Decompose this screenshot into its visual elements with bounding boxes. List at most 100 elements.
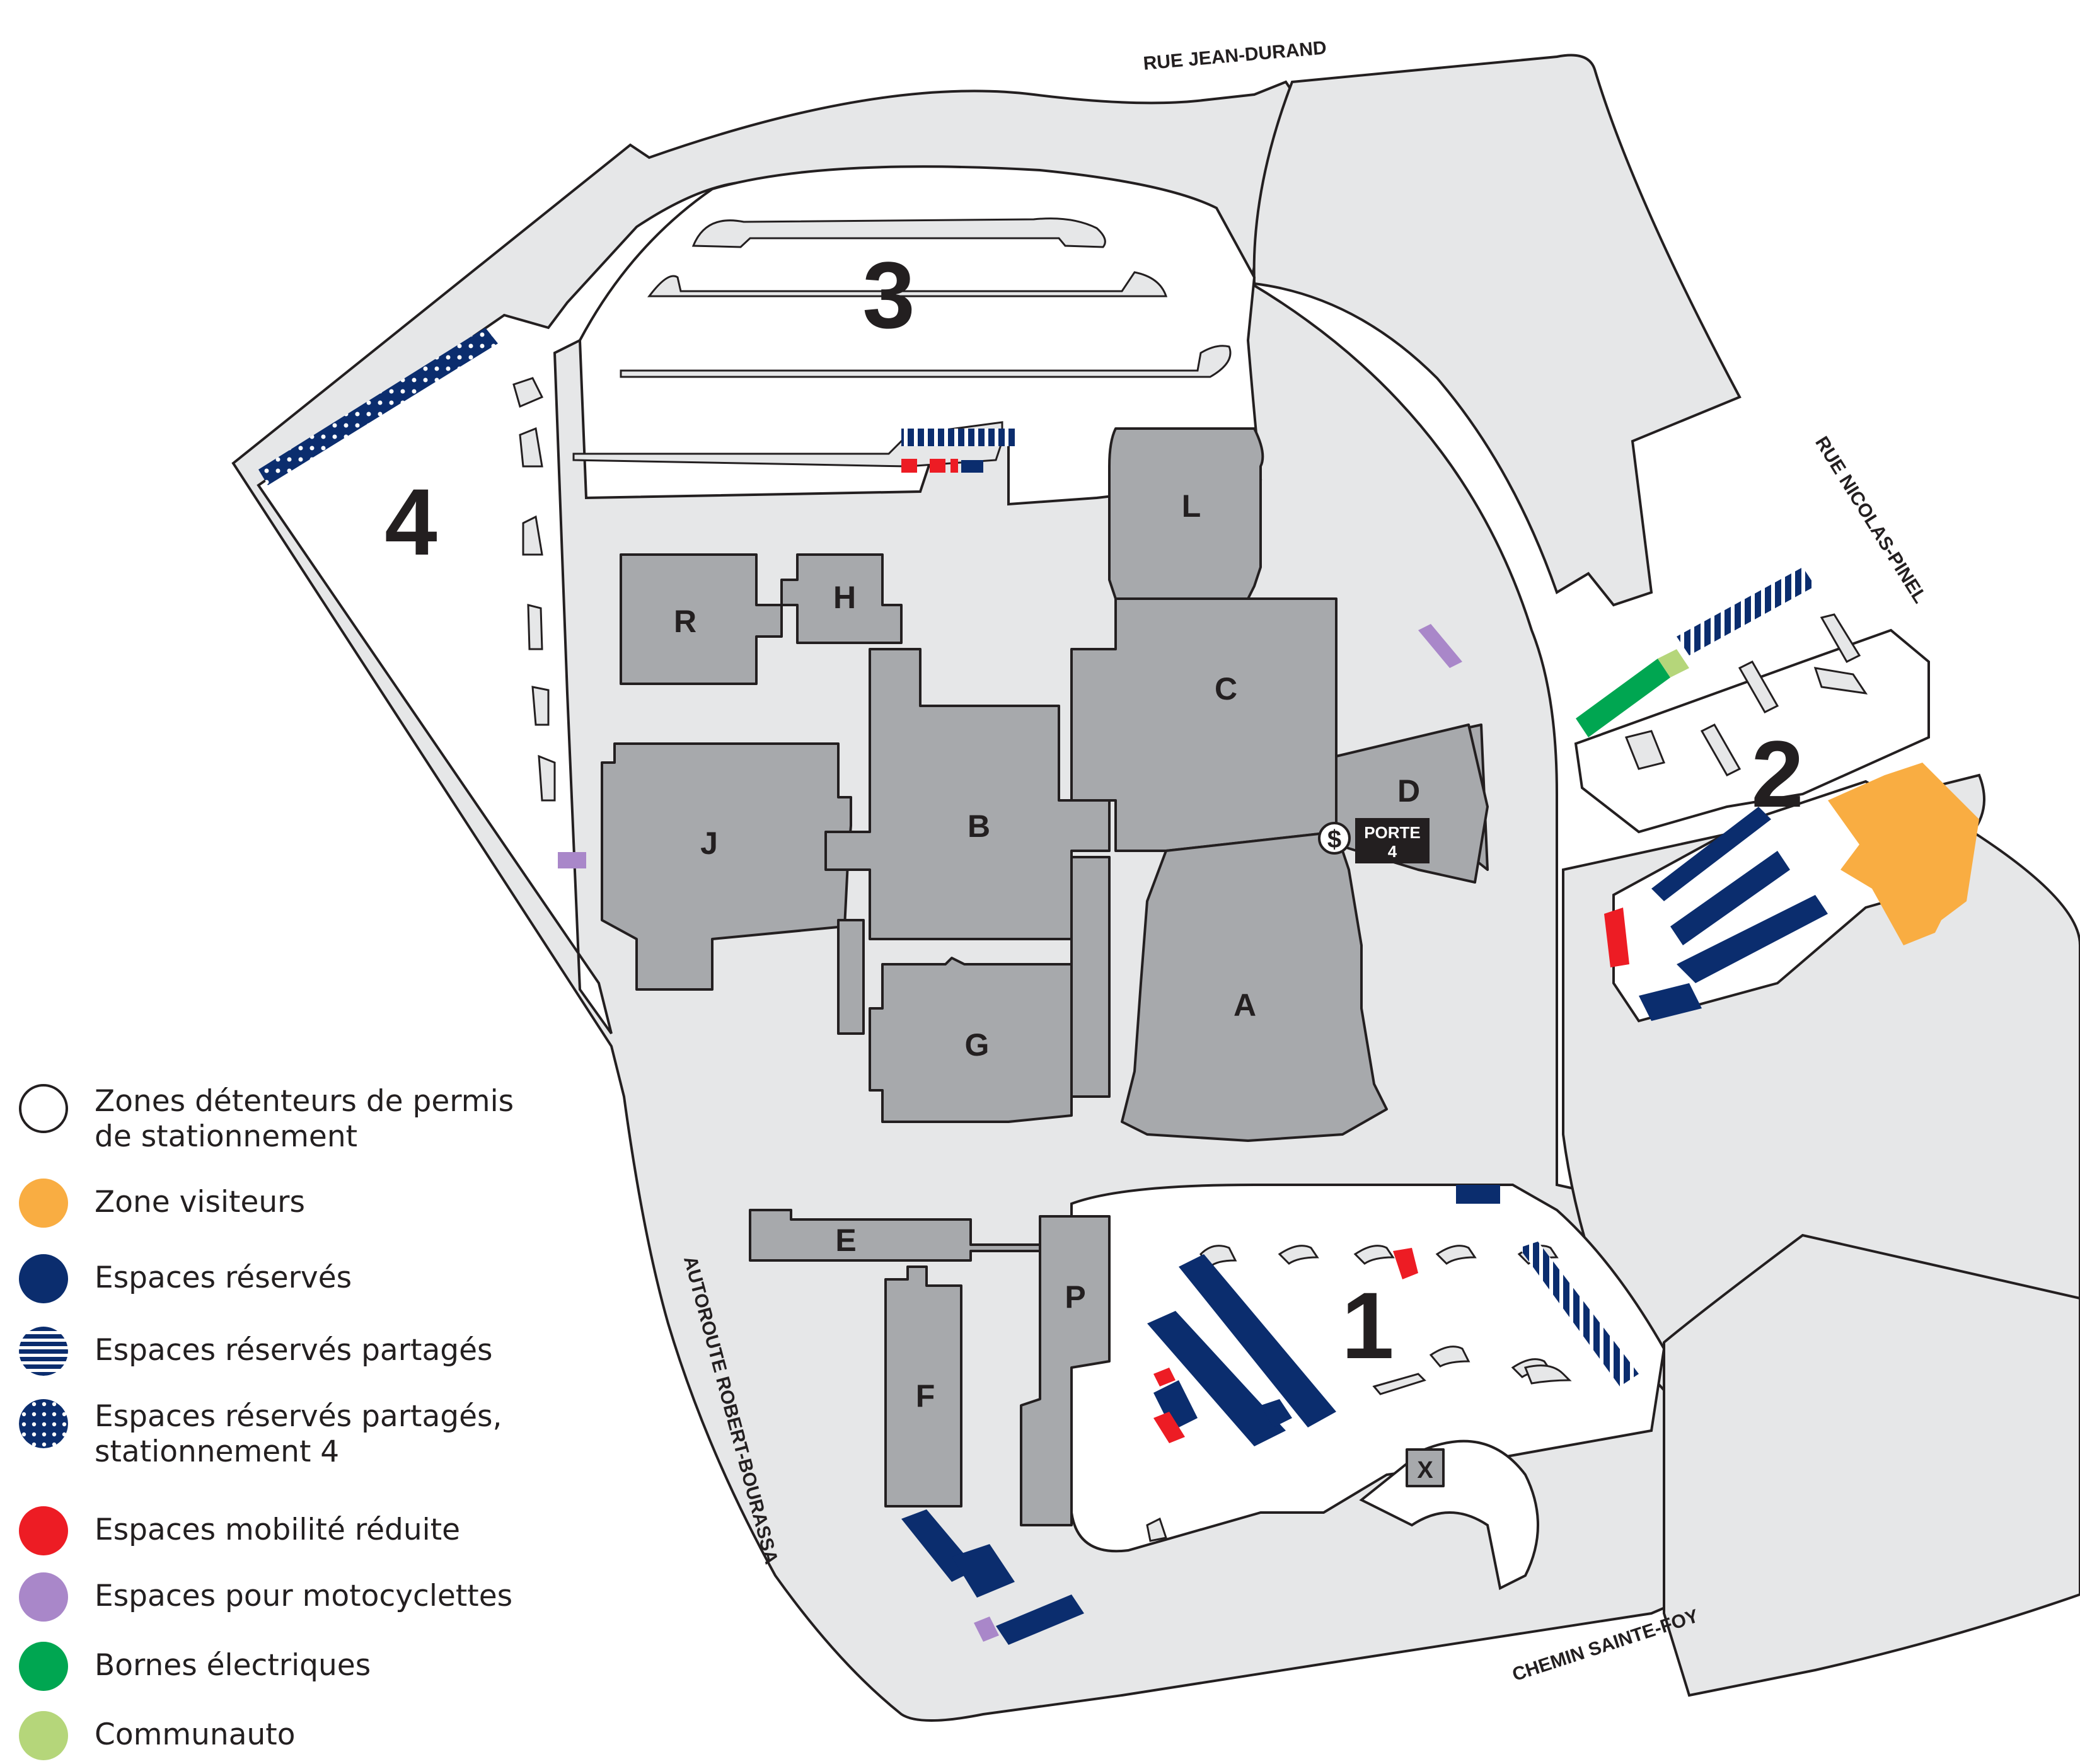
legend-item-communauto: Communauto — [19, 1711, 296, 1760]
reserved-space — [1639, 983, 1702, 1021]
legend-swatch-motorcycle — [19, 1572, 68, 1622]
lot-number-1: 1 — [1341, 1272, 1394, 1378]
legend-item-charging: Bornes électriques — [19, 1642, 371, 1691]
building-label-x: X — [1417, 1457, 1433, 1484]
building-label-c: C — [1215, 671, 1237, 706]
building-b — [824, 648, 1111, 940]
lot-number-3: 3 — [862, 242, 915, 348]
building-label-e: E — [835, 1223, 856, 1258]
reserved-space — [952, 1544, 1015, 1598]
reduced-mobility-space — [1153, 1412, 1185, 1443]
building-label-h: H — [833, 580, 856, 615]
lot-2-island — [1624, 730, 1666, 770]
building-label-d: D — [1397, 773, 1420, 809]
reserved-space — [1651, 807, 1771, 901]
payment-symbol: $ — [1327, 826, 1341, 853]
reduced-mobility-space — [1393, 1248, 1418, 1279]
lot-1-island — [1523, 1364, 1572, 1385]
legend-item-motorcycle: Espaces pour motocyclettes — [19, 1572, 512, 1622]
building-label-r: R — [674, 604, 696, 639]
legend-item-reduced-mobility: Espaces mobilité réduite — [19, 1506, 460, 1555]
lot-2-island — [1820, 613, 1861, 663]
lot-4-island — [538, 754, 556, 802]
legend-item-shared-lot4: Espaces réservés partagés, stationnement… — [19, 1399, 502, 1470]
lot-4-island — [531, 686, 550, 726]
lot-3-island-3 — [620, 345, 1232, 378]
reserved-space — [1677, 895, 1828, 983]
buildings — [601, 427, 1489, 1526]
lot-1-island — [1429, 1346, 1470, 1368]
street-jean-durand: RUE JEAN-DURAND — [1142, 37, 1327, 74]
legend-item-shared: Espaces réservés partagés — [19, 1327, 493, 1376]
legend-label-communauto: Communauto — [95, 1717, 296, 1752]
legend-swatch-reserved — [19, 1254, 68, 1303]
lot-4-island — [527, 604, 543, 650]
lot-4-island — [512, 377, 544, 408]
shared-reserved-space — [1677, 567, 1815, 655]
lot-2-island — [1700, 723, 1742, 776]
reduced-mobility-space — [930, 459, 945, 473]
charging-stations — [1576, 659, 1670, 737]
ground-southeast — [1663, 1233, 2080, 1697]
entrance-porte-4: $ PORTE 4 — [1318, 818, 1430, 863]
legend-label-reserved: Espaces réservés — [95, 1260, 352, 1295]
reserved-space — [1670, 851, 1790, 945]
shared-reserved-space — [1519, 1242, 1639, 1386]
motorcycle-space — [1418, 624, 1462, 668]
entrance-label-line2: 4 — [1388, 842, 1397, 861]
reduced-mobility-space — [1604, 908, 1629, 967]
reserved-space — [1261, 1399, 1292, 1427]
reserved-space — [1456, 1185, 1500, 1204]
shared-reserved-space — [901, 429, 1015, 446]
lot-2-island — [1738, 660, 1779, 713]
ground-northeast — [1252, 54, 1742, 607]
building-label-l: L — [1182, 488, 1201, 524]
lot-4-island — [522, 515, 543, 556]
shared-reserved-spaces — [901, 429, 1815, 1386]
lot-3-island-2 — [647, 271, 1168, 297]
building-p — [1020, 1215, 1111, 1526]
lot-4-zone — [257, 181, 759, 1035]
building-x — [1406, 1448, 1445, 1487]
legend-label-shared: Espaces réservés partagés — [95, 1333, 493, 1368]
building-h — [780, 553, 903, 644]
legend-label-shared-lot4: Espaces réservés partagés, stationnement… — [95, 1399, 502, 1469]
lot-1-island — [1278, 1245, 1319, 1265]
lot-1-island — [1372, 1373, 1426, 1395]
legend-label-charging: Bornes électriques — [95, 1648, 371, 1683]
permit-zones — [257, 165, 1956, 1590]
legend-swatch-visitor — [19, 1179, 68, 1228]
lot-number-2: 2 — [1751, 721, 1803, 827]
lot-number-4: 4 — [384, 469, 437, 575]
legend-label-permit: Zones détenteurs de permis de stationnem… — [95, 1084, 514, 1154]
building-labels: A B C D E F G H J L P R X — [674, 488, 1433, 1484]
reduced-mobility-space — [901, 459, 917, 473]
motorcycle-space — [558, 852, 586, 868]
reserved-space — [1153, 1380, 1198, 1431]
motorcycle-space — [974, 1617, 999, 1642]
legend-label-motorcycle: Espaces pour motocyclettes — [95, 1579, 513, 1613]
legend-swatch-communauto — [19, 1711, 68, 1760]
legend-swatch-reduced-mobility — [19, 1506, 68, 1555]
legend-item-permit: Zones détenteurs de permis de stationnem… — [19, 1084, 514, 1155]
payment-icon — [1318, 822, 1351, 855]
lot-1-island — [1435, 1245, 1477, 1265]
reserved-space — [1179, 1254, 1336, 1427]
legend-swatch-shared — [19, 1327, 68, 1376]
building-label-j: J — [700, 826, 718, 861]
legend-swatch-charging — [19, 1642, 68, 1691]
communauto-spaces — [1658, 649, 1689, 677]
entrance-label-line1: PORTE — [1364, 823, 1421, 842]
motorcycle-spaces — [558, 624, 1462, 1642]
reduced-mobility-space — [1153, 1368, 1176, 1386]
lot-4-island — [519, 427, 543, 468]
street-nicolas-pinel: RUE NICOLAS-PINEL — [1811, 433, 1931, 607]
shared-reserved-lot4 — [258, 328, 498, 485]
legend-item-reserved: Espaces réservés — [19, 1254, 352, 1303]
lot-1-island — [1353, 1245, 1395, 1265]
visitor-zone — [1828, 763, 1979, 945]
building-l — [1108, 427, 1264, 600]
building-label-g: G — [965, 1027, 990, 1063]
legend-swatch-shared-lot4 — [19, 1399, 68, 1448]
